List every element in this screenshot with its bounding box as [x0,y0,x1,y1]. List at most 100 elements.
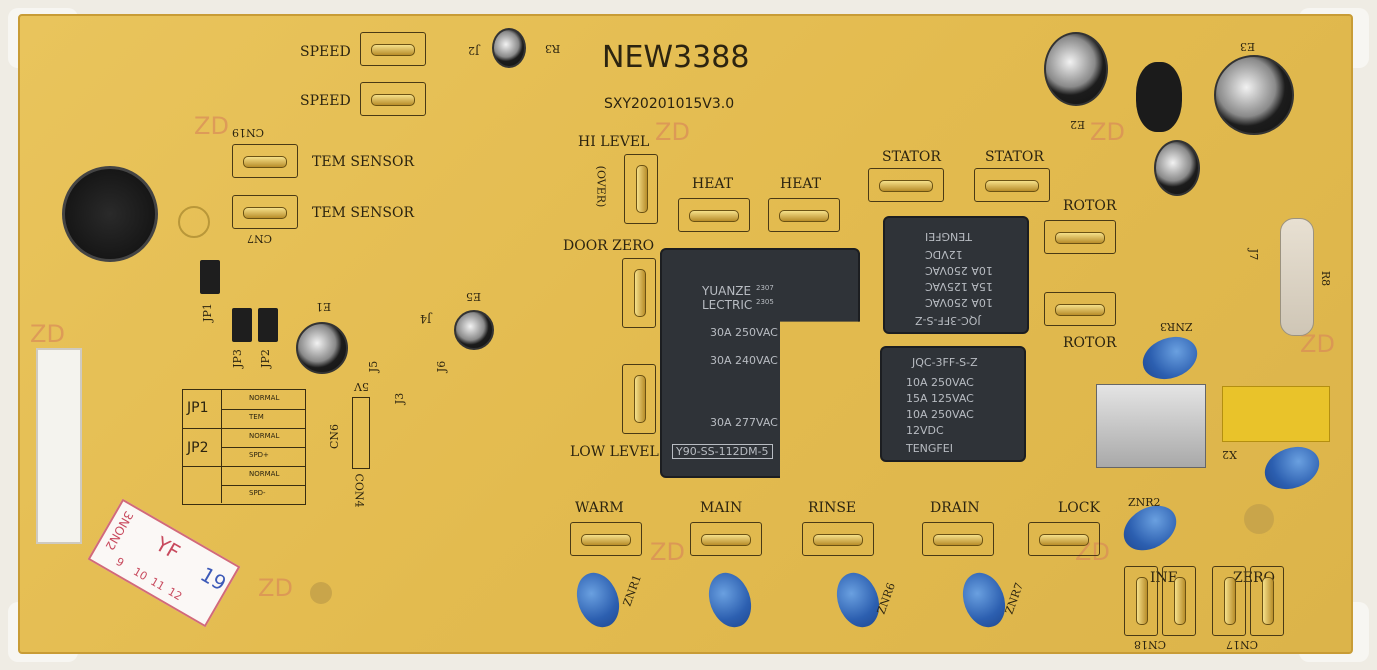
zero-connector[interactable] [1250,566,1284,636]
cn6-header[interactable] [352,397,370,469]
rotor-connector[interactable] [1044,292,1116,326]
table-cell: NORMAL [249,470,280,478]
zd-mark: ZD [194,112,229,140]
triac-heatsink [1096,384,1206,468]
hi-level-label: HI LEVEL [578,134,650,150]
e2-label: E2 [1070,118,1086,131]
jp1-label: JP1 [200,303,214,322]
zd-mark: ZD [258,574,293,602]
heat-label: HEAT [780,176,822,192]
j4-label: J4 [420,312,432,325]
relay: TENGFEI 12VDC 10A 250VAC 15A 125VAC 10A … [883,216,1029,334]
capacitor-e2 [1044,32,1108,106]
stator-label: STATOR [985,149,1044,165]
warm-label: WARM [575,500,624,516]
e1-label: E1 [316,300,332,313]
cn6-label: CN6 [328,423,342,450]
heat-connector[interactable] [678,198,750,232]
zd-mark: ZD [1090,118,1125,146]
buzzer [62,166,158,262]
j7-label: J7 [1247,248,1261,261]
x2-label: X2 [1222,448,1237,461]
rotor-label: ROTOR [1063,335,1117,351]
cn4-label: CON4 [352,473,366,508]
speed-connector[interactable] [360,32,426,66]
znr2-label: ZNR2 [1128,496,1161,509]
main-connector[interactable] [690,522,762,556]
stator-connector[interactable] [974,168,1050,202]
rinse-connector[interactable] [802,522,874,556]
capacitor [492,28,526,68]
rotor-connector[interactable] [1044,220,1116,254]
5v-label: 5V [354,380,369,393]
table-cell: NORMAL [249,432,280,440]
capacitor [1154,140,1200,196]
table-group: JP1 [187,400,209,416]
board-model: NEW3388 [602,40,750,75]
jp3-header[interactable] [232,308,252,342]
low-level-label: LOW LEVEL [570,444,659,460]
door-zero-connector[interactable] [622,258,656,328]
tem-sensor-connector[interactable] [232,195,298,229]
speed-label: SPEED [300,44,351,60]
resistor-r8 [1280,218,1314,336]
door-zero-label: DOOR ZERO [563,238,655,254]
jp1-header[interactable] [200,260,220,294]
hi-level-connector[interactable] [624,154,658,224]
zd-mark: ZD [30,320,65,348]
main-label: MAIN [700,500,743,516]
mounting-hole [1244,504,1274,534]
jumper-table: JP1 JP2 NORMAL TEM NORMAL SPD+ NORMAL SP… [182,389,306,505]
r3-label: R3 [545,42,561,55]
e3-label: E3 [1240,40,1256,53]
zd-mark: ZD [655,118,690,146]
heat-label: HEAT [692,176,734,192]
jp3-label: JP3 [230,349,244,368]
capacitor-e5 [454,310,494,350]
capacitor-e1 [296,322,348,374]
mounting-hole [310,582,332,604]
warm-connector[interactable] [570,522,642,556]
zd-mark: ZD [650,538,685,566]
e5-label: E5 [466,290,482,303]
znr3-label: ZNR3 [1160,320,1193,333]
tem-sensor-connector[interactable] [232,144,298,178]
jp2-label: JP2 [258,349,272,368]
lock-connector[interactable] [1028,522,1100,556]
speed-label: SPEED [300,93,351,109]
drain-connector[interactable] [922,522,994,556]
table-cell: NORMAL [249,394,280,402]
heat-connector[interactable] [768,198,840,232]
relay: JQC-3FF-S-Z 10A 250VAC 15A 125VAC 10A 25… [880,346,1026,462]
line-connector[interactable] [1124,566,1158,636]
j3-label: J3 [393,392,407,405]
table-cell: TEM [249,413,264,421]
stator-connector[interactable] [868,168,944,202]
zero-connector[interactable] [1212,566,1246,636]
rotor-label: ROTOR [1063,198,1117,214]
table-group: JP2 [187,440,209,456]
speed-connector[interactable] [360,82,426,116]
table-cell: SPD- [249,489,266,497]
table-cell: SPD+ [249,451,269,459]
j6-label: J6 [435,360,449,373]
ribbon-connector[interactable] [36,348,82,544]
j5-label: J5 [367,360,381,373]
cn7-label: CN7 [247,232,273,245]
board-version: SXY20201015V3.0 [604,96,735,112]
lock-label: LOCK [1058,500,1100,516]
x2-capacitor [1222,386,1330,442]
rinse-label: RINSE [808,500,857,516]
inductor [1136,62,1182,132]
mounting-hole [178,206,210,238]
line-connector[interactable] [1162,566,1196,636]
capacitor-e3 [1214,55,1294,135]
cn17-label: CN17 [1226,638,1259,651]
j2-label: J2 [468,44,480,57]
drain-label: DRAIN [930,500,980,516]
cn18-label: CN18 [1134,638,1167,651]
jp2-header[interactable] [258,308,278,342]
tem-sensor-label: TEM SENSOR [312,154,415,170]
low-level-connector[interactable] [622,364,656,434]
stator-label: STATOR [882,149,941,165]
